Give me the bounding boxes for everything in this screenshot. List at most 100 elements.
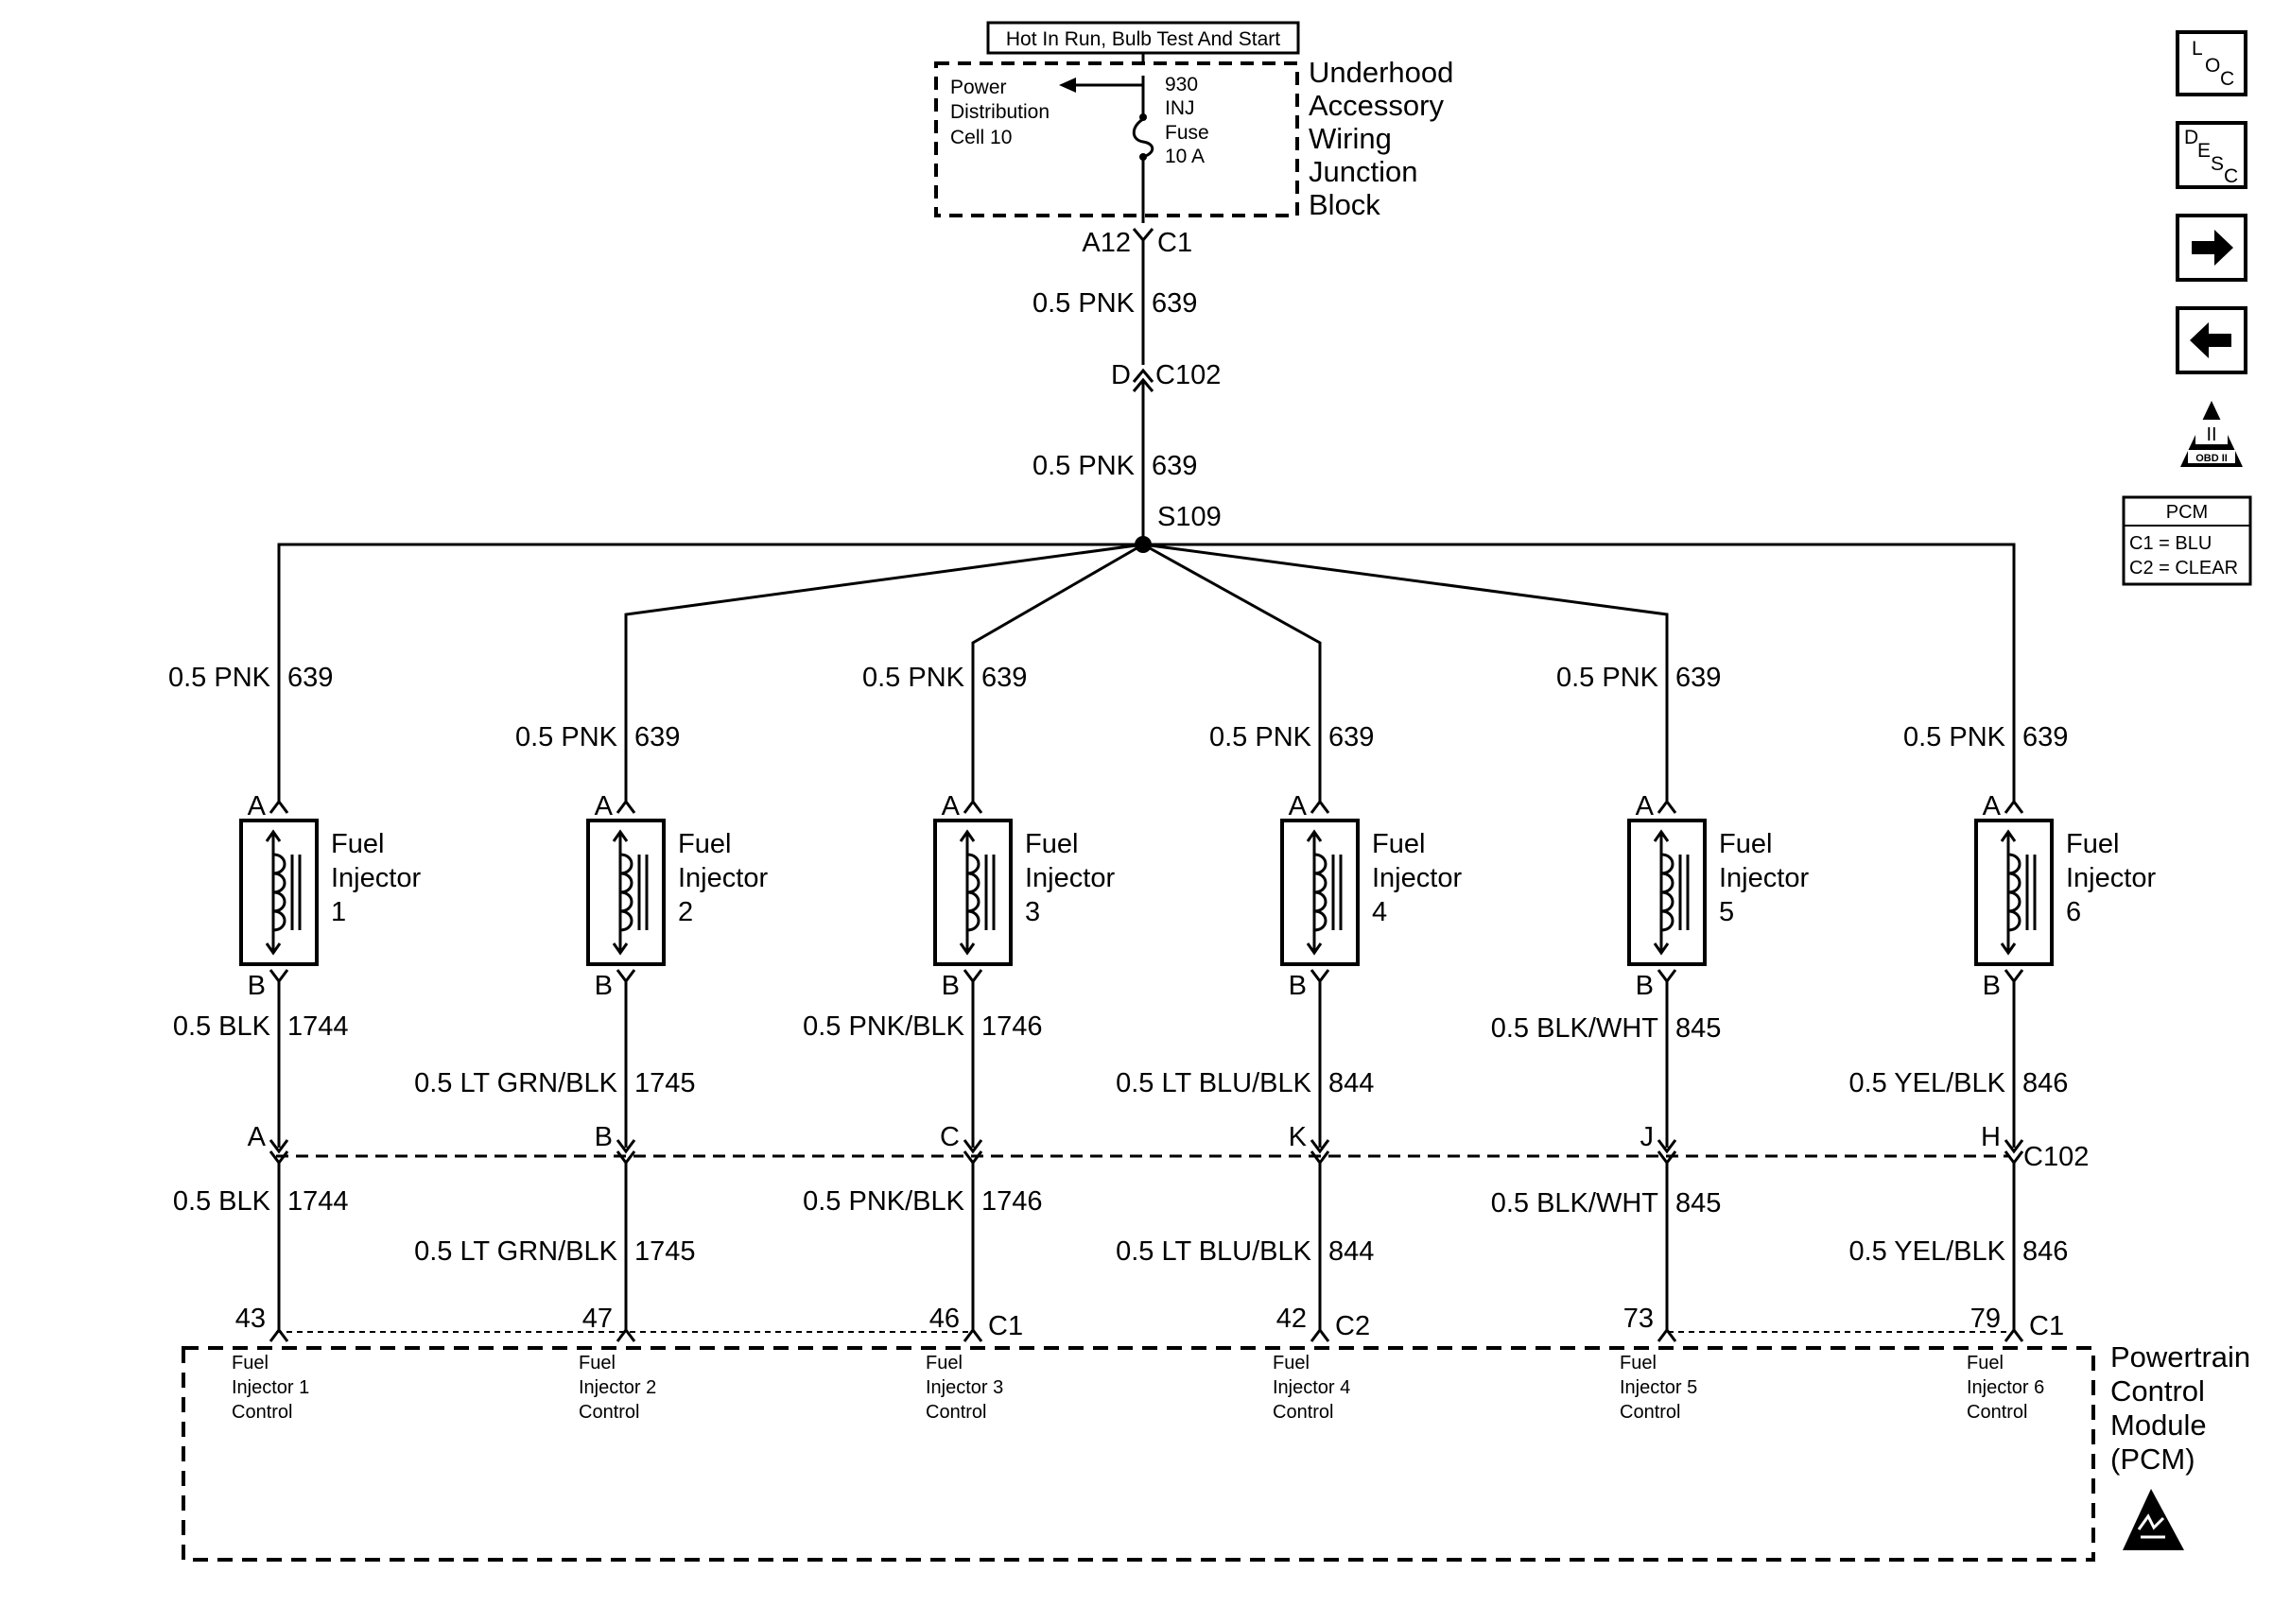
injector-6-ctrl-lower-gauge: 0.5 YEL/BLK	[1848, 1236, 2005, 1267]
injector-5-ctrl-lower-gauge: 0.5 BLK/WHT	[1491, 1188, 1659, 1218]
injector-1-name-line-2: Injector	[331, 863, 421, 893]
injector-2-feed-circuit: 639	[634, 722, 680, 752]
injector-5-pcm-label-line-1: Fuel	[1620, 1353, 1657, 1373]
branch-wire-4	[1142, 543, 1322, 802]
junction-block-name-line-3: Wiring	[1309, 122, 1392, 155]
junction-block-name-line-1: Underhood	[1309, 56, 1453, 89]
injector-1-ctrl-upper-gauge: 0.5 BLK	[173, 1011, 271, 1042]
injector-2-top-pin: A	[595, 791, 614, 821]
location-icon	[2176, 30, 2247, 96]
injector-6-coil-arrow-up-icon	[2000, 829, 2017, 842]
branch-wire-2	[624, 543, 1144, 802]
desc-e: E	[2197, 140, 2211, 162]
injector-4-name-line-2: Injector	[1372, 863, 1462, 893]
terminal-connector: C1	[1157, 228, 1192, 258]
injector-1-name-line-3: 1	[331, 897, 346, 927]
injector-5-bottom-pin-icon	[1657, 969, 1677, 984]
injector-6-name-line-3: 6	[2066, 897, 2081, 927]
injector-4-top-pin: A	[1289, 791, 1308, 821]
injector-6-ctrl-upper-gauge: 0.5 YEL/BLK	[1848, 1068, 2005, 1098]
injector-4-bottom-pin-icon	[1310, 969, 1330, 984]
injector-4-pcm-pin: 42	[1276, 1304, 1307, 1334]
injector-3-ctrl-upper-circuit: 1746	[981, 1011, 1043, 1042]
next-page-button[interactable]	[2176, 214, 2247, 282]
injector-4-c102-chevron-upper-icon	[1310, 1139, 1330, 1154]
injector-4-name-line-3: 4	[1372, 897, 1387, 927]
injector-2-c102-chevron-upper-icon	[616, 1139, 636, 1154]
injector-1-ctrl-upper-circuit: 1744	[287, 1011, 349, 1042]
injector-3-pcm-connector: C1	[988, 1311, 1023, 1341]
injector-6-pcm-connector: C1	[2029, 1311, 2064, 1341]
injector-2-ctrl-lower-circuit: 1745	[634, 1236, 696, 1267]
injector-2-feed-gauge: 0.5 PNK	[515, 722, 618, 752]
injector-3-coil-icon	[966, 853, 980, 932]
injector-4-pcm-label-line-2: Injector 4	[1273, 1377, 1350, 1398]
injector-4-coil-icon	[1313, 853, 1327, 932]
injector-1-c102-chevron-upper-icon	[269, 1139, 289, 1154]
injector-2-pcm-label-line-1: Fuel	[579, 1353, 616, 1373]
loc-c: C	[2220, 68, 2234, 90]
injector-4-pcm-connector: C2	[1335, 1311, 1370, 1341]
obd-ii-button[interactable]: II OBD II	[2180, 401, 2243, 467]
previous-page-button[interactable]	[2176, 306, 2247, 374]
fuse-label-line-2: INJ	[1165, 97, 1195, 119]
injector-2-top-pin-icon	[616, 799, 636, 814]
loc-o: O	[2205, 55, 2220, 77]
description-icon	[2176, 121, 2247, 189]
injector-4-feed-circuit: 639	[1328, 722, 1374, 752]
injector-4-top-pin-icon	[1310, 799, 1330, 814]
injector-5-top-pin-icon	[1657, 799, 1677, 814]
injector-6-coil-icon	[2007, 853, 2021, 932]
injector-3-ctrl-lower-gauge: 0.5 PNK/BLK	[803, 1186, 965, 1217]
injector-2-c102-pin: B	[595, 1122, 613, 1152]
injector-4-coil-arrow-up-icon	[1306, 829, 1323, 842]
injector-4-ctrl-upper-gauge: 0.5 LT BLU/BLK	[1116, 1068, 1312, 1098]
injector-3-coil-arrow-up-icon	[959, 829, 976, 842]
injector-1-c102-pin: A	[248, 1122, 267, 1152]
injector-3-top-pin: A	[942, 791, 961, 821]
power-source: Hot In Run, Bulb Test And Start Power Di…	[934, 21, 1453, 258]
fuse-label-line-3: Fuse	[1165, 122, 1209, 144]
injector-6-pcm-pin-icon	[2004, 1327, 2024, 1342]
injector-1-top-pin: A	[248, 791, 267, 821]
injector-3-name-line-1: Fuel	[1025, 829, 1078, 859]
description-button[interactable]: D E S C	[2176, 121, 2247, 189]
arrow-left-icon	[2190, 322, 2231, 358]
terminal-a12-icon	[1132, 228, 1154, 243]
c102-connector-label: C102	[2023, 1142, 2089, 1172]
c102-d-chevron-upper-icon	[1132, 368, 1154, 383]
injector-6-bottom-pin-icon	[2004, 969, 2024, 984]
injector-2-coil-icon	[619, 853, 633, 932]
location-button[interactable]: L O C	[2176, 30, 2247, 96]
pcm-key-c2: C2 = CLEAR	[2129, 558, 2238, 579]
injector-4-c102-pin: K	[1289, 1122, 1308, 1152]
injector-3-bottom-pin-icon	[963, 969, 983, 984]
fuse-icon	[1132, 117, 1154, 159]
injector-1-coil-arrow-up-icon	[265, 829, 282, 842]
injector-6-pcm-label-line-1: Fuel	[1967, 1353, 2004, 1373]
injector-5-coil-arrow-down-icon	[1653, 942, 1670, 956]
injector-4-ctrl-lower-gauge: 0.5 LT BLU/BLK	[1116, 1236, 1312, 1267]
pcm-name-line-3: Module	[2110, 1408, 2207, 1442]
feed-wire1-circuit: 639	[1152, 288, 1197, 319]
injector-5-ctrl-upper-gauge: 0.5 BLK/WHT	[1491, 1013, 1659, 1044]
injector-4-pcm-label-line-1: Fuel	[1273, 1353, 1310, 1373]
injector-3-pcm-label-line-3: Control	[926, 1402, 986, 1423]
injector-3-pcm-label-line-2: Injector 3	[926, 1377, 1003, 1398]
injector-2-bottom-pin: B	[595, 971, 613, 1001]
injector-2-ctrl-lower-gauge: 0.5 LT GRN/BLK	[414, 1236, 618, 1267]
injector-5-pcm-pin: 73	[1623, 1304, 1654, 1334]
junction-block-name-line-5: Block	[1309, 188, 1380, 221]
feed-connector-name: C102	[1155, 360, 1221, 390]
injector-2-pcm-label-line-2: Injector 2	[579, 1377, 656, 1398]
injector-1-name-line-1: Fuel	[331, 829, 384, 859]
injector-2-name-line-3: 2	[678, 897, 693, 927]
obd-ii-label: OBD II	[2195, 453, 2228, 464]
injector-2-pcm-pin: 47	[582, 1304, 613, 1334]
obd-ii-label-box	[2188, 450, 2235, 463]
injector-6-bottom-pin: B	[1983, 971, 2001, 1001]
pcm-key-box	[2122, 495, 2252, 586]
injector-3-name-line-2: Injector	[1025, 863, 1115, 893]
injector-4-coil-arrow-down-icon	[1306, 942, 1323, 956]
